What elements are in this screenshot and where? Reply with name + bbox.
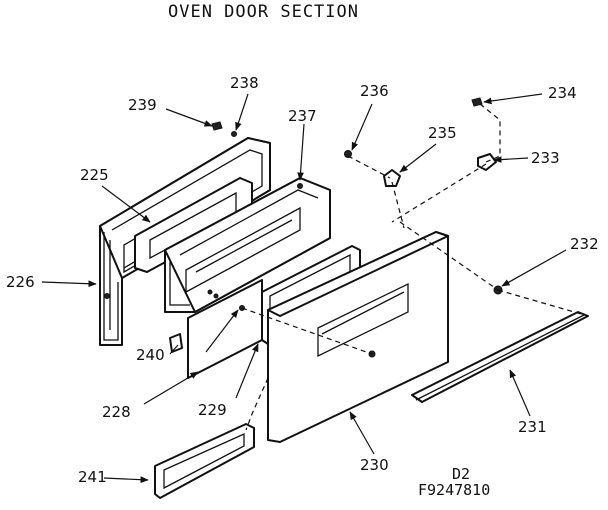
part-236-screw xyxy=(344,150,352,158)
label-228: 228 xyxy=(102,403,131,421)
drawing-number: F9247810 xyxy=(418,481,490,499)
label-240: 240 xyxy=(136,346,165,364)
label-226: 226 xyxy=(6,273,35,291)
part-230-outer-door-panel xyxy=(267,231,449,443)
label-238: 238 xyxy=(230,74,259,92)
part-238-screw xyxy=(231,131,237,137)
part-labels: 239 238 237 236 235 234 233 232 225 226 … xyxy=(6,74,599,486)
part-237-door-panel xyxy=(164,177,331,313)
label-236: 236 xyxy=(360,82,389,100)
label-235: 235 xyxy=(428,124,457,142)
label-233: 233 xyxy=(531,149,560,167)
label-225: 225 xyxy=(80,166,109,184)
leader-lines xyxy=(41,93,567,484)
label-234: 234 xyxy=(548,84,577,102)
diagram-title: OVEN DOOR SECTION xyxy=(168,2,359,22)
label-239: 239 xyxy=(128,96,157,114)
label-229: 229 xyxy=(198,401,227,419)
label-230: 230 xyxy=(360,456,389,474)
drawing-code: D2 xyxy=(452,465,470,483)
label-241: 241 xyxy=(78,468,107,486)
label-231: 231 xyxy=(518,418,547,436)
assembly-dashed-lines xyxy=(241,103,589,431)
part-235-bracket xyxy=(383,169,401,187)
label-237: 237 xyxy=(288,107,317,125)
part-234-screw xyxy=(471,97,483,107)
part-241-window-frame xyxy=(154,423,255,499)
label-232: 232 xyxy=(570,235,599,253)
part-239-screw xyxy=(211,121,223,131)
part-240-hinge-block xyxy=(169,333,183,353)
